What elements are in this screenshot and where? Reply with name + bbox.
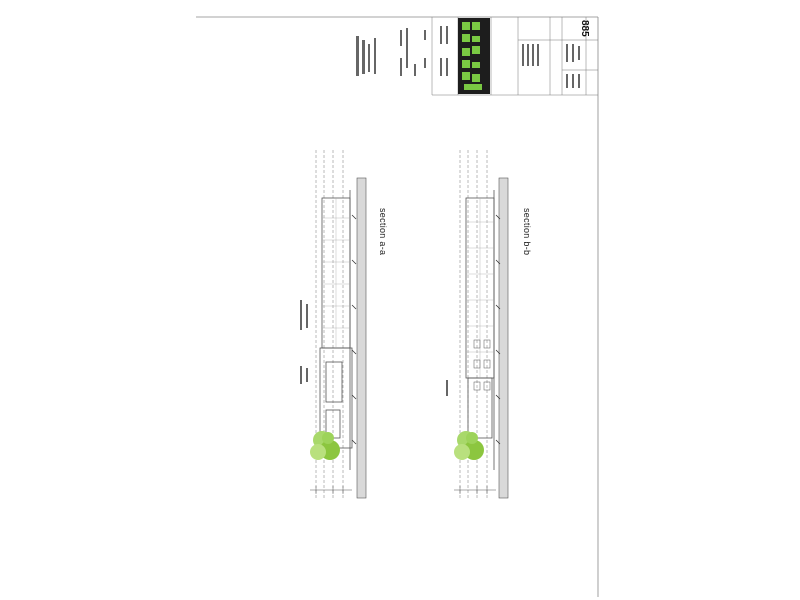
notes-text-marks: [356, 26, 580, 88]
drawing-number: 885: [579, 20, 590, 37]
section-a-label: section a-a: [378, 208, 388, 256]
section-b-label: section b-b: [522, 208, 532, 256]
urbane-logo: [458, 18, 490, 94]
sheet-border: [196, 16, 599, 597]
section-b-drawing: [446, 150, 509, 500]
tree-icon: [310, 431, 340, 460]
title-block: [431, 17, 598, 96]
tree-icon: [454, 431, 484, 460]
section-a-drawing: [300, 150, 367, 500]
